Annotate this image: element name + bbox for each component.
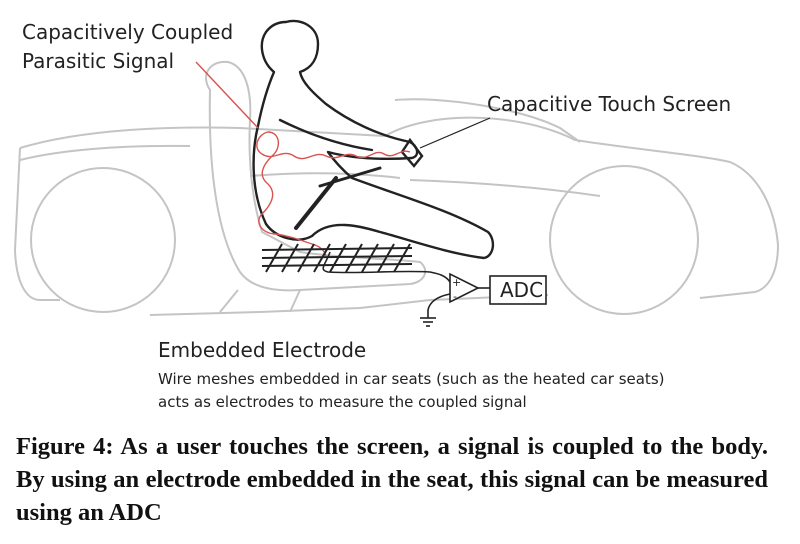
amplifier-triangle xyxy=(449,272,480,304)
amp-minus-label: - xyxy=(453,290,457,303)
seat-belt xyxy=(294,176,338,230)
person xyxy=(252,19,495,260)
electrode-mesh xyxy=(261,243,413,273)
touch-screen-device xyxy=(400,137,424,168)
parasitic-label-line1: Capacitively Coupled xyxy=(22,20,233,44)
electrode-desc-line1: Wire meshes embedded in car seats (such … xyxy=(158,370,664,388)
touch-screen-pointer xyxy=(419,117,491,149)
adc-box xyxy=(489,275,547,305)
adc-label: ADC xyxy=(500,278,543,302)
diagram: + - ADC Capacitively Coupled Parasitic S… xyxy=(14,19,779,411)
rear-fender xyxy=(19,144,191,161)
figure-caption: Figure 4: As a user touches the screen, … xyxy=(16,433,768,526)
electrode-desc-line2: acts as electrodes to measure the couple… xyxy=(158,393,527,411)
signal-pointer-line xyxy=(195,61,259,129)
person-arm-detail xyxy=(278,118,374,152)
touch-screen-label: Capacitive Touch Screen xyxy=(487,92,731,116)
amp-plus-label: + xyxy=(452,276,461,289)
parasitic-signal xyxy=(195,61,411,257)
rear-wheel xyxy=(30,167,176,313)
electrode-title: Embedded Electrode xyxy=(158,338,366,362)
amplifier: + - xyxy=(449,272,480,304)
car-seat xyxy=(205,60,427,292)
adc-block: ADC xyxy=(489,275,547,305)
person-body xyxy=(252,19,495,260)
seat-base xyxy=(219,289,301,313)
front-wheel xyxy=(549,165,699,315)
windshield xyxy=(394,98,581,143)
thigh-line xyxy=(318,166,382,188)
signal-wave xyxy=(256,131,411,257)
parasitic-label-line2: Parasitic Signal xyxy=(22,49,174,73)
ground-wire xyxy=(427,293,451,318)
car-door-line xyxy=(249,172,601,197)
car-outline xyxy=(14,60,779,316)
electrode-wire xyxy=(322,251,490,327)
diagram-svg: + - ADC Capacitively Coupled Parasitic S… xyxy=(14,19,779,411)
car-body xyxy=(14,116,779,316)
